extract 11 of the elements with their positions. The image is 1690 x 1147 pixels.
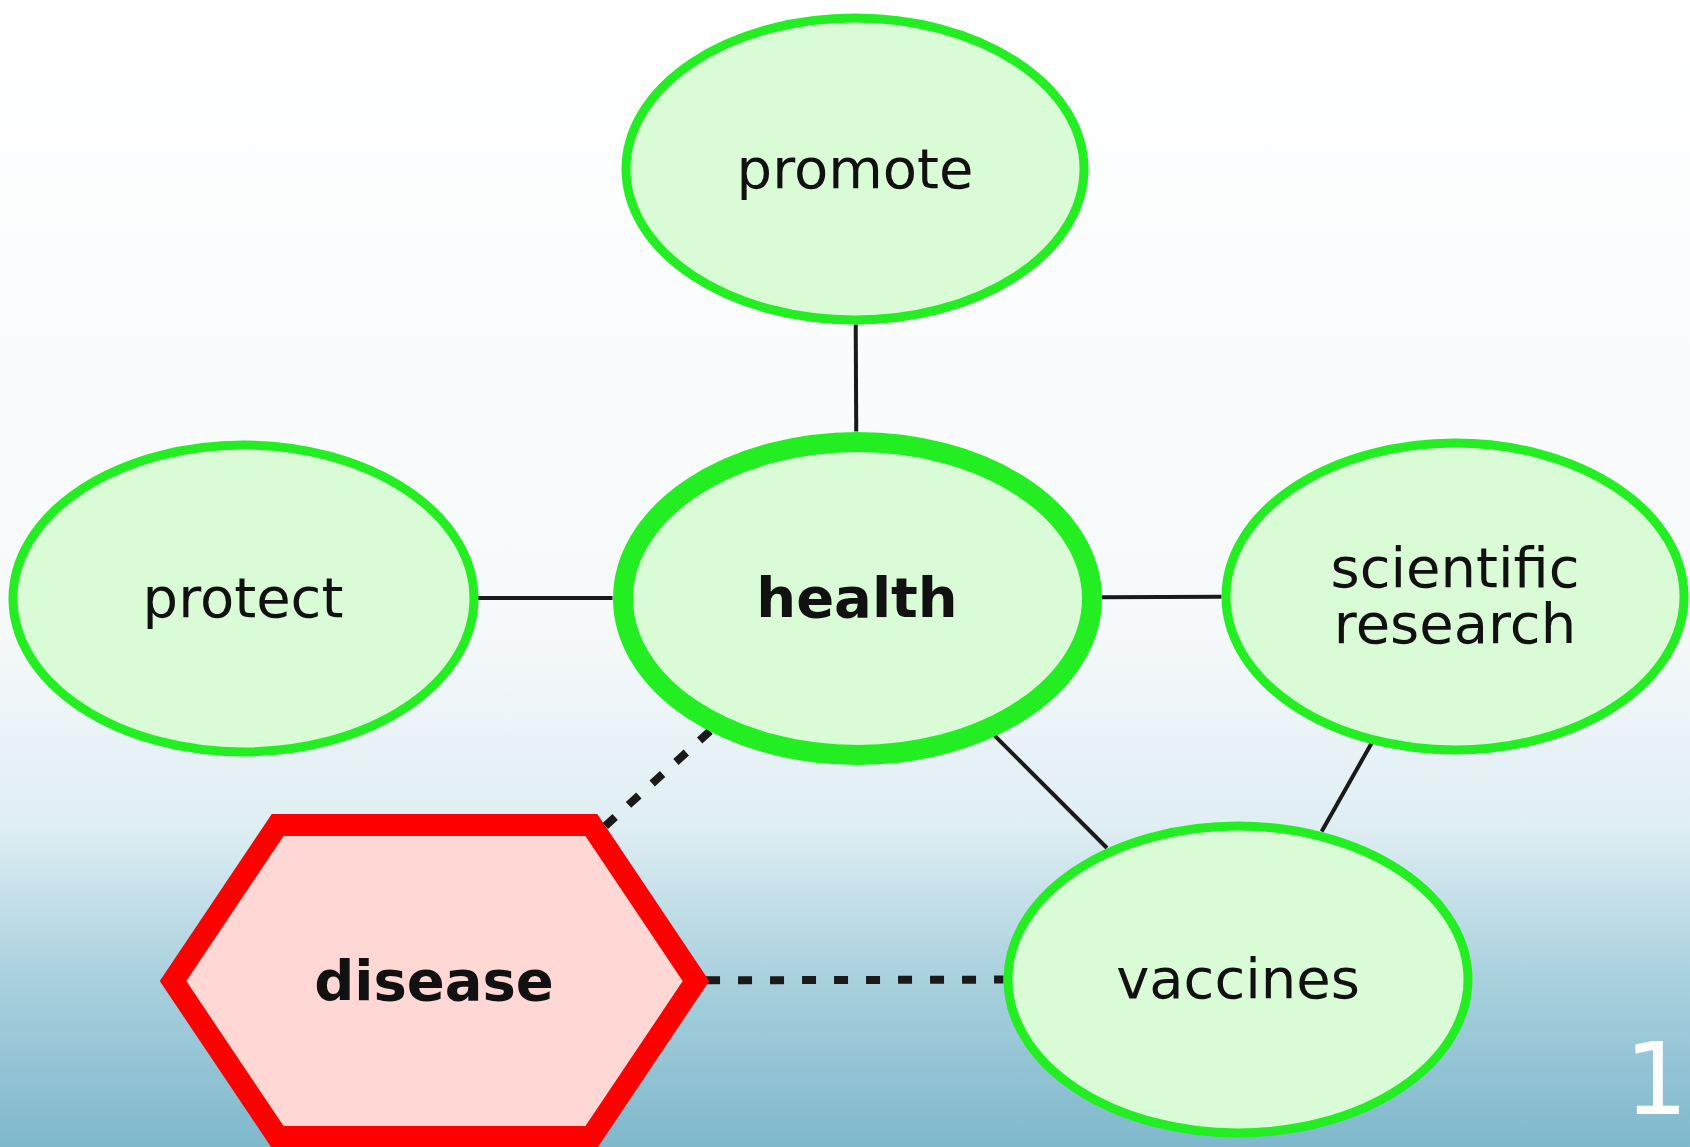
connector-line bbox=[853, 324, 859, 432]
slide-number: 1 bbox=[1624, 1030, 1688, 1130]
node-label: disease bbox=[313, 953, 555, 1009]
dashed-connector bbox=[602, 728, 713, 829]
connector-line bbox=[993, 734, 1109, 850]
connector-line bbox=[1319, 742, 1374, 833]
node-label: health bbox=[755, 570, 959, 626]
node-label: scientific research bbox=[1329, 540, 1581, 652]
node-label: vaccines bbox=[1115, 951, 1361, 1007]
connector-line bbox=[1101, 594, 1222, 600]
connector-line bbox=[478, 596, 613, 600]
